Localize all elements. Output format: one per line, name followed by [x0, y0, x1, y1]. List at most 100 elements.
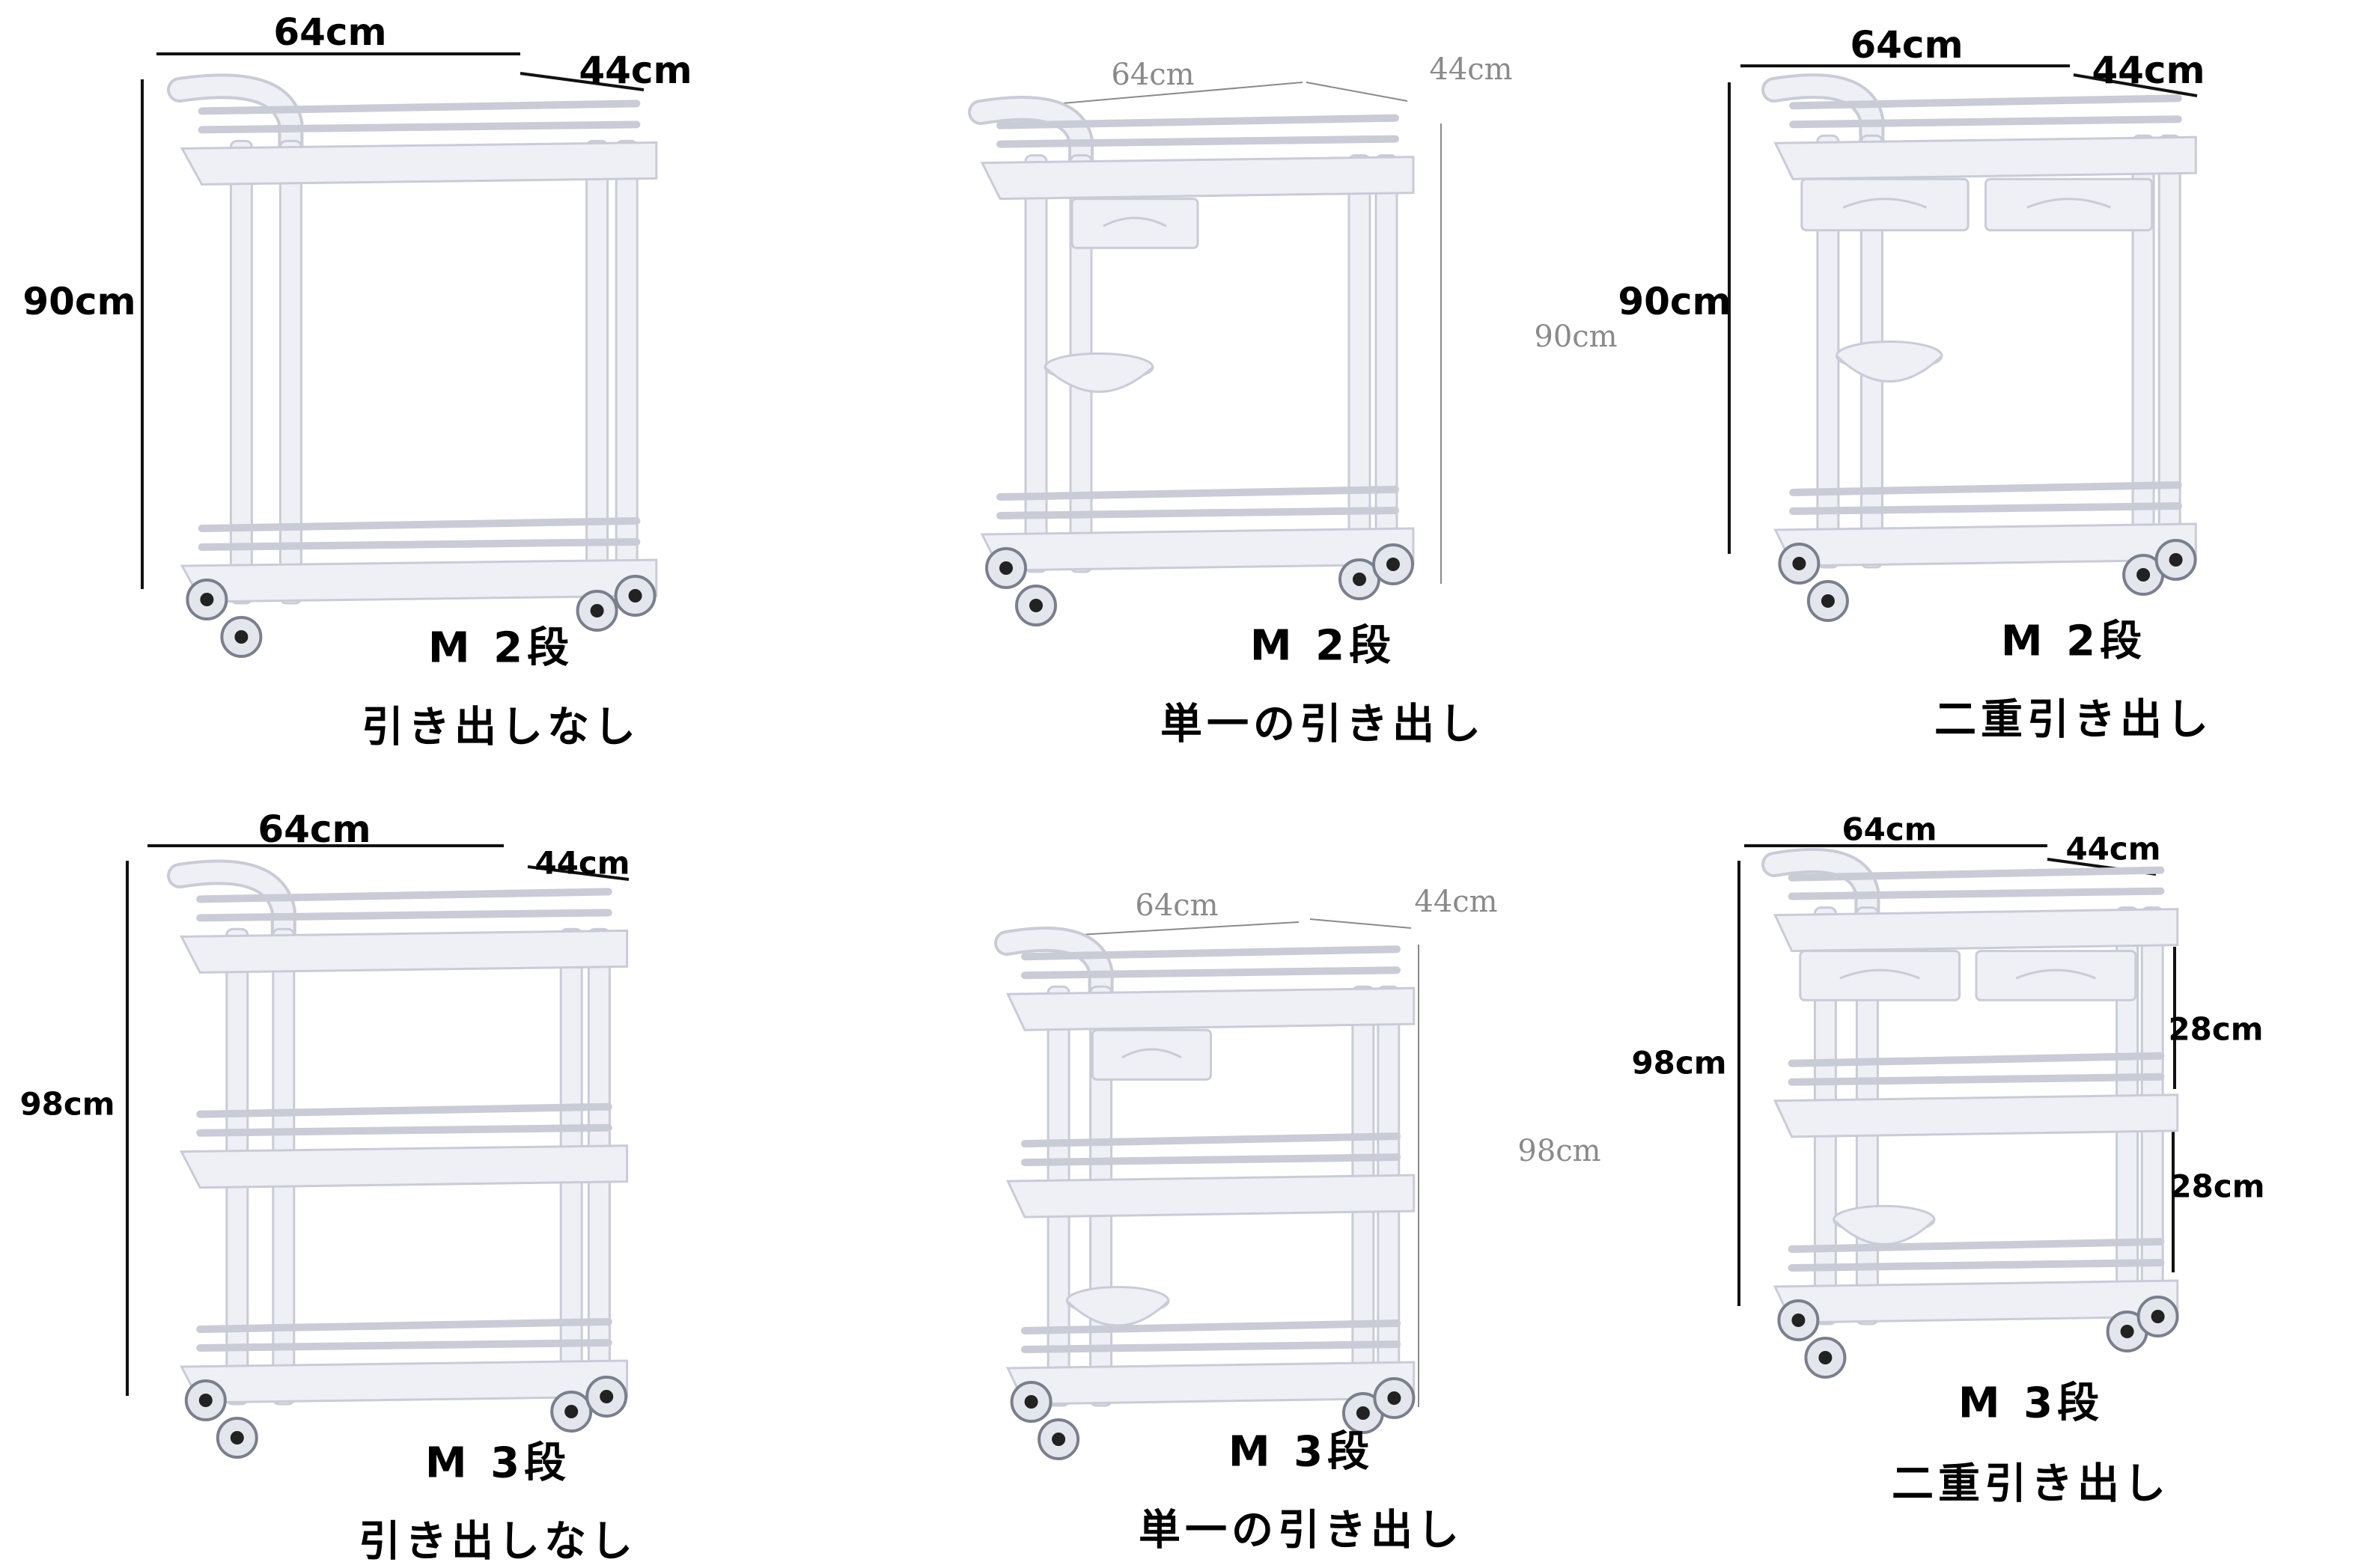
caster-hub — [628, 589, 642, 603]
handle — [1764, 850, 1877, 948]
caster-hub — [230, 1431, 244, 1445]
caster-hub — [590, 604, 604, 617]
drawer — [1070, 198, 1199, 249]
guard-rail — [196, 1102, 612, 1118]
height-label: 90cm — [22, 280, 136, 323]
caster-hub — [200, 593, 214, 606]
guard-rail — [196, 909, 612, 922]
handle — [1764, 76, 1882, 176]
guard-rail — [996, 486, 1399, 501]
tier-gap-label: 28cm — [2169, 1168, 2265, 1205]
shelf — [180, 141, 658, 186]
drawer — [1800, 177, 1970, 232]
depth-label: 44cm — [534, 844, 630, 882]
drawer-handle — [2026, 198, 2111, 209]
model-caption: M 2段 — [1249, 621, 1396, 671]
caster-hub — [2169, 553, 2183, 567]
drawer — [1091, 1028, 1213, 1081]
guard-rail — [1020, 1132, 1401, 1148]
post — [278, 139, 302, 605]
width-label: 64cm — [258, 808, 371, 851]
bowl — [1833, 1218, 1936, 1245]
model-caption: M 3段 — [1958, 1379, 2104, 1428]
drawer-handle — [1121, 1048, 1182, 1059]
variant-caption: 二重引き出し — [1892, 1459, 2170, 1509]
caster-hub — [1387, 1391, 1401, 1405]
variant-caption: 単一の引き出し — [1139, 1506, 1463, 1555]
post — [1024, 154, 1048, 573]
caster-hub — [1386, 558, 1400, 571]
height-label: 90cm — [1534, 320, 1618, 354]
shelf — [1005, 986, 1416, 1031]
tier-gap-label: 28cm — [2168, 1010, 2264, 1048]
guard-rail — [996, 135, 1399, 148]
guard-rail — [1789, 502, 2182, 515]
model-caption: M 3段 — [424, 1439, 571, 1488]
caster-hub — [600, 1390, 614, 1403]
guard-rail — [1788, 1238, 2165, 1253]
guard-rail — [196, 1318, 612, 1333]
guard-rail — [1788, 1052, 2165, 1067]
guard-rail — [198, 538, 641, 551]
drawer-handle — [1842, 198, 1928, 209]
guard-rail — [198, 517, 641, 532]
width-label: 64cm — [1850, 23, 1964, 67]
shelf — [1773, 908, 2179, 953]
guard-rail — [1020, 966, 1401, 980]
height-label: 98cm — [19, 1085, 115, 1123]
handle — [997, 929, 1111, 1027]
dimension-line — [2073, 73, 2198, 97]
caster-hub — [1052, 1433, 1066, 1446]
drawer — [1984, 177, 2154, 232]
guard-rail — [1789, 94, 2182, 110]
height-label: 98cm — [1631, 1044, 1727, 1082]
bowl — [1044, 366, 1154, 393]
shelf — [179, 1144, 629, 1189]
drawer-handle — [1839, 968, 1920, 980]
post — [229, 139, 253, 605]
width-label: 64cm — [1111, 58, 1195, 92]
variant-caption: 二重引き出し — [1934, 695, 2213, 745]
shelf — [980, 156, 1415, 201]
caster-hub — [1792, 557, 1806, 570]
width-label: 64cm — [1842, 811, 1937, 848]
model-caption: M 3段 — [1228, 1427, 1374, 1477]
shelf — [1005, 1174, 1416, 1218]
caster-hub — [2151, 1310, 2165, 1323]
width-label: 64cm — [1135, 888, 1219, 923]
post — [585, 139, 609, 605]
dimension-line — [520, 72, 645, 91]
depth-label: 44cm — [1414, 885, 1498, 919]
bowl — [1836, 355, 1943, 383]
guard-rail — [1789, 115, 2182, 129]
handle — [170, 76, 301, 181]
guard-rail — [1788, 1259, 2165, 1272]
guard-rail — [996, 114, 1399, 129]
dimension-line — [1306, 82, 1408, 102]
guard-rail — [996, 507, 1399, 519]
caster-hub — [198, 1394, 213, 1407]
bowl — [1066, 1299, 1170, 1327]
caster-hub — [564, 1405, 579, 1418]
dimension-line — [527, 865, 630, 881]
model-caption: M 2段 — [2000, 617, 2147, 666]
depth-label: 44cm — [2065, 830, 2161, 867]
guard-rail — [1020, 945, 1401, 961]
caster-hub — [1356, 1406, 1370, 1420]
drawer — [1799, 950, 1961, 1001]
guard-rail — [1020, 1320, 1401, 1334]
caster-hub — [1024, 1395, 1038, 1409]
height-label: 98cm — [1517, 1134, 1601, 1168]
guard-rail — [196, 888, 612, 903]
depth-label: 44cm — [2092, 49, 2205, 92]
depth-label: 44cm — [579, 49, 692, 92]
guard-rail — [1789, 481, 2182, 496]
depth-label: 44cm — [1429, 52, 1513, 87]
handle — [971, 98, 1091, 195]
shelf — [1773, 1093, 2179, 1138]
shelf — [1773, 135, 2197, 180]
variant-caption: 単一の引き出し — [1160, 700, 1485, 749]
guard-rail — [196, 1339, 612, 1352]
guard-rail — [1020, 1340, 1401, 1353]
